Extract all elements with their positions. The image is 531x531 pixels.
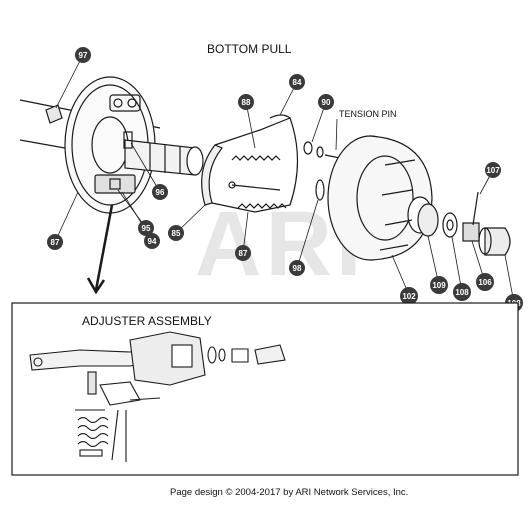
svg-text:84: 84 [293, 78, 302, 87]
callout: 109 [430, 276, 448, 294]
retainer-parts [303, 141, 341, 159]
callout: 88 [238, 94, 254, 110]
tension-pin-label: TENSION PIN [339, 109, 397, 119]
footer-copyright: Page design © 2004-2017 by ARI Network S… [170, 487, 408, 498]
svg-text:94: 94 [148, 237, 157, 246]
svg-text:107: 107 [486, 166, 500, 175]
svg-text:96: 96 [156, 188, 165, 197]
inset-title: ADJUSTER ASSEMBLY [82, 314, 212, 328]
plate-adjuster [94, 174, 136, 194]
spindle [124, 139, 204, 176]
svg-text:102: 102 [402, 292, 416, 301]
svg-text:106: 106 [478, 278, 492, 287]
washer-108 [442, 212, 458, 238]
svg-text:87: 87 [51, 238, 60, 247]
callout: 85 [168, 225, 184, 241]
svg-text:98: 98 [293, 264, 302, 273]
callout: 108 [453, 283, 471, 301]
svg-text:90: 90 [322, 98, 331, 107]
svg-text:87: 87 [239, 249, 248, 258]
adjuster-parts [29, 331, 286, 462]
callout: 102 [400, 287, 418, 305]
svg-text:97: 97 [79, 51, 88, 60]
springs [228, 155, 287, 209]
dust-cap [478, 227, 511, 256]
stud [123, 131, 133, 149]
bearing-109 [417, 203, 439, 237]
callout: 107 [485, 162, 501, 178]
hub-drum [327, 135, 433, 261]
adjuster-assembly-inset: ADJUSTER ASSEMBLY [11, 302, 519, 476]
plate-bolt [45, 104, 63, 124]
inset-arrow [86, 204, 114, 295]
castle-nut [462, 191, 480, 242]
callout: 95 [138, 220, 154, 236]
callout: 106 [476, 273, 494, 291]
diagram-title: BOTTOM PULL [207, 42, 292, 56]
callout: 96 [152, 184, 168, 200]
callout: 98 [289, 260, 305, 276]
callout: 87 [235, 245, 251, 261]
svg-text:109: 109 [432, 281, 446, 290]
svg-text:85: 85 [172, 229, 181, 238]
callout: 84 [289, 74, 305, 90]
callout: 94 [144, 233, 160, 249]
callout: 87 [47, 234, 63, 250]
svg-text:88: 88 [242, 98, 251, 107]
washer-98 [315, 179, 325, 201]
svg-text:95: 95 [142, 224, 151, 233]
callout: 97 [75, 47, 91, 63]
svg-text:108: 108 [455, 288, 469, 297]
callout: 90 [318, 94, 334, 110]
brake-shoe [201, 114, 299, 213]
